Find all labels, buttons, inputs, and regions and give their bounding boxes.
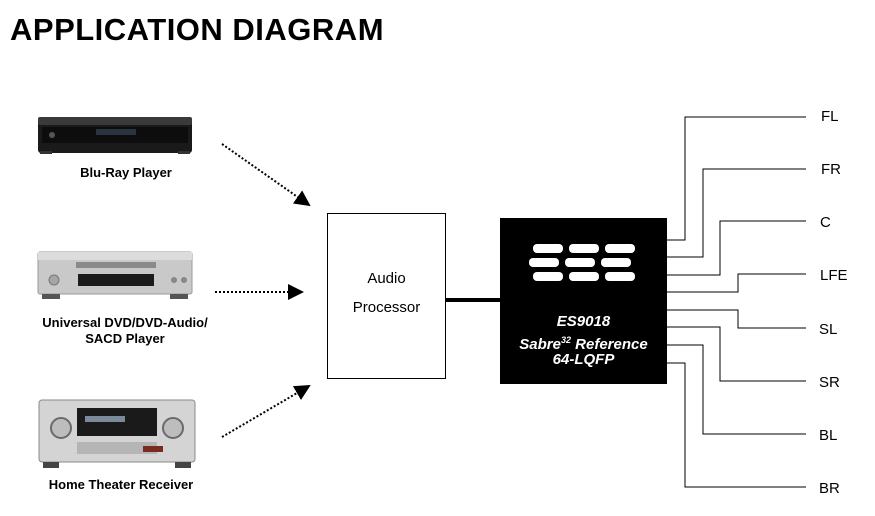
wire-sl: [667, 309, 806, 329]
channel-label-fr: FR: [821, 161, 841, 178]
audio-processor-line1: Audio: [367, 270, 406, 287]
dac-chip-box: ES9018 Sabre32 Reference 64-LQFP: [500, 218, 667, 384]
wire-sr: [667, 326, 806, 382]
chip-part-number: ES9018: [556, 313, 611, 330]
dvd-player-image: [37, 251, 193, 299]
page-title: APPLICATION DIAGRAM: [10, 12, 385, 47]
bluray-player-image: [38, 117, 192, 154]
channel-label-fl: FL: [821, 108, 839, 125]
chip-name-suffix: Reference: [571, 336, 648, 353]
chip-package: 64-LQFP: [552, 351, 615, 368]
dvd-player-label: Universal DVD/DVD-Audio/ SACD Player: [30, 315, 220, 347]
wire-lfe: [667, 273, 806, 293]
arrow-bluray-to-processor: [221, 143, 311, 207]
wire-fr: [667, 168, 806, 258]
receiver-image: [38, 399, 196, 468]
receiver-label: Home Theater Receiver: [48, 477, 194, 492]
channel-label-c: C: [820, 214, 831, 231]
chip-name-prefix: Sabre: [519, 336, 561, 353]
wire-c: [667, 220, 806, 276]
chip-name: Sabre32 Reference: [500, 331, 667, 354]
channel-label-br: BR: [819, 480, 840, 497]
wire-fl: [667, 116, 806, 241]
channel-label-bl: BL: [819, 427, 838, 444]
channel-label-sl: SL: [819, 321, 838, 338]
channel-label-sr: SR: [819, 374, 840, 391]
arrow-receiver-to-processor: [221, 384, 311, 438]
ess-logo: [529, 244, 635, 281]
audio-processor-box: Audio Processor: [327, 213, 446, 379]
wire-bl: [667, 344, 806, 435]
wire-br: [667, 362, 806, 488]
dvd-player-label-line1: Universal DVD/DVD-Audio/: [42, 315, 208, 330]
bluray-player-label: Blu-Ray Player: [80, 165, 172, 180]
channel-label-lfe: LFE: [820, 267, 848, 284]
chip-name-superscript: 32: [560, 335, 571, 345]
dvd-player-label-line2: SACD Player: [85, 331, 165, 346]
audio-processor-line2: Processor: [352, 299, 421, 316]
